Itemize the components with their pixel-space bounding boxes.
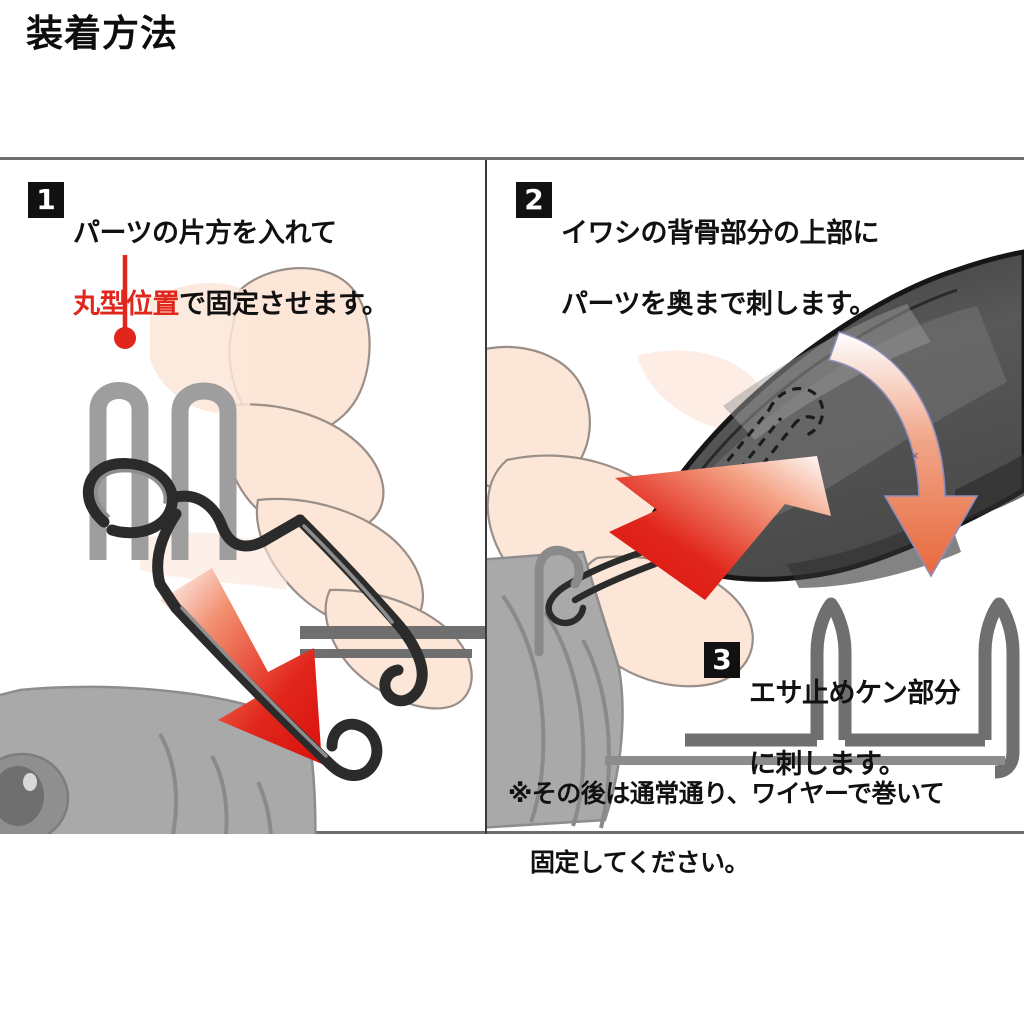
eye-loop-gray	[534, 545, 584, 657]
footer-note-line1: ※その後は通常通り、ワイヤーで巻いて	[508, 779, 945, 808]
caption-step-3-line2: に刺します。	[749, 748, 906, 779]
caption-step-3: 3 エサ止めケン部分 に刺します。	[704, 640, 961, 783]
red-push-arrow	[609, 456, 831, 600]
step-badge-1: 1	[28, 182, 64, 218]
step-badge-2: 2	[516, 182, 552, 218]
caption-step-1-line1: パーツの片方を入れて	[73, 217, 337, 248]
page-title: 装着方法	[26, 13, 178, 54]
caption-step-2: 2 イワシの背骨部分の上部に パーツを奥まで刺します。	[516, 180, 880, 323]
panel-step-1	[0, 160, 485, 834]
caption-step-2-text: イワシの背骨部分の上部に パーツを奥まで刺します。	[561, 180, 880, 323]
footer-note-line2: 固定してください。	[530, 848, 750, 877]
caption-step-2-line2: パーツを奥まで刺します。	[561, 288, 876, 319]
figure-frame	[0, 157, 1024, 834]
caption-step-2-line1: イワシの背骨部分の上部に	[561, 217, 880, 248]
bait-holder-shaft	[89, 382, 485, 658]
panel-divider	[485, 160, 487, 834]
fish-tail-gray	[487, 550, 624, 829]
caption-step-3-line1: エサ止めケン部分	[749, 677, 961, 708]
bait-stopper-spikes	[605, 597, 1020, 779]
step-badge-3: 3	[704, 642, 740, 678]
hand-thumb-group	[140, 267, 473, 710]
footer-note: ※その後は通常通り、ワイヤーで巻いて 固定してください。	[508, 742, 945, 880]
caption-step-3-text: エサ止めケン部分 に刺します。	[749, 640, 961, 783]
orange-down-arrow: ×	[827, 331, 979, 578]
round-position-pointer	[114, 255, 136, 349]
arrow-marker-glyph: ×	[911, 448, 919, 463]
caption-step-1-text: パーツの片方を入れて 丸型位置で固定させます。	[73, 180, 389, 323]
caption-step-1-highlight: 丸型位置	[73, 288, 180, 319]
wire-clip-highlight	[94, 468, 394, 758]
caption-step-1-line2-rest: で固定させます。	[179, 288, 389, 319]
caption-step-1: 1 パーツの片方を入れて 丸型位置で固定させます。	[28, 180, 389, 323]
illustration-step-1	[0, 255, 485, 834]
